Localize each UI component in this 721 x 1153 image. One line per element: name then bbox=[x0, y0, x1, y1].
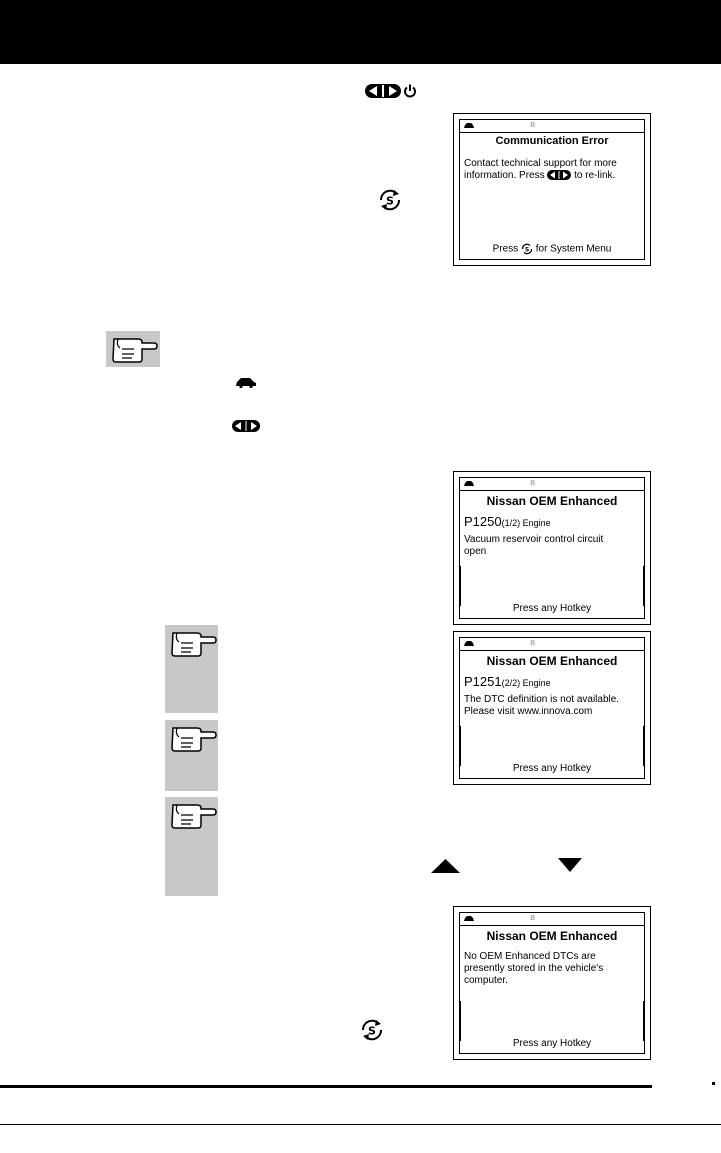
footer-rule bbox=[0, 1085, 652, 1088]
screen-footer: Press S for System Menu bbox=[492, 244, 612, 255]
screen-title: Communication Error bbox=[495, 135, 609, 147]
system-s-icon: S bbox=[521, 244, 533, 255]
car-icon bbox=[464, 123, 474, 128]
screen-no-oem-dtcs: ʙ Nissan OEM Enhanced No OEM Enhanced DT… bbox=[453, 906, 651, 1060]
system-s-icon: S bbox=[379, 189, 401, 211]
screen-dtc-p1251: ʙ Nissan OEM Enhanced P1251(2/2) Engine … bbox=[453, 631, 651, 785]
note-hand-icon bbox=[106, 331, 160, 367]
dtc-code: P1251(2/2) Engine bbox=[464, 674, 551, 689]
screen-text-line: Contact technical support for more infor… bbox=[464, 158, 617, 181]
dtc-code: P1250(1/2) Engine bbox=[464, 514, 551, 529]
bluetooth-icon: ʙ bbox=[530, 638, 536, 648]
down-arrow-icon bbox=[558, 858, 582, 872]
status-row: ʙ bbox=[460, 913, 644, 926]
note-hand-icon bbox=[165, 720, 218, 791]
bluetooth-icon: ʙ bbox=[530, 913, 536, 923]
screen-title: Nissan OEM Enhanced bbox=[486, 654, 618, 668]
screen-communication-error: ʙ Communication Error Contact technical … bbox=[453, 113, 651, 266]
svg-text:S: S bbox=[525, 247, 529, 254]
up-arrow-icon bbox=[431, 859, 460, 873]
bluetooth-icon: ʙ bbox=[530, 120, 536, 130]
left-right-arrows-icon bbox=[232, 420, 260, 432]
note-hand-icon bbox=[165, 625, 218, 713]
edge-mark bbox=[712, 1082, 715, 1085]
left-right-arrows-icon bbox=[547, 170, 572, 181]
screen-footer: Press any Hotkey bbox=[512, 1038, 592, 1049]
system-s-icon: S bbox=[361, 1019, 383, 1041]
svg-text:S: S bbox=[368, 1025, 376, 1038]
note-hand-icon bbox=[165, 797, 218, 896]
svg-text:S: S bbox=[386, 195, 394, 208]
page-header-bar bbox=[0, 0, 721, 64]
status-row: ʙ bbox=[460, 478, 644, 491]
screen-title: Nissan OEM Enhanced bbox=[486, 929, 618, 943]
left-right-arrows-icon bbox=[365, 84, 401, 98]
car-icon bbox=[464, 641, 474, 646]
car-icon bbox=[464, 916, 474, 921]
car-icon bbox=[464, 481, 474, 486]
screen-title: Nissan OEM Enhanced bbox=[486, 494, 618, 508]
power-icon bbox=[404, 84, 416, 98]
screen-message: No OEM Enhanced DTCs are presently store… bbox=[464, 951, 604, 986]
status-row: ʙ bbox=[460, 638, 644, 651]
screen-footer: Press any Hotkey bbox=[512, 603, 592, 614]
bottom-rule bbox=[0, 1124, 721, 1125]
dtc-description: The DTC definition is not available. Ple… bbox=[464, 694, 620, 717]
dtc-description: Vacuum reservoir control circuit open bbox=[464, 534, 604, 557]
screen-dtc-p1250: ʙ Nissan OEM Enhanced P1250(1/2) Engine … bbox=[453, 471, 651, 625]
bluetooth-icon: ʙ bbox=[530, 478, 536, 488]
car-icon bbox=[236, 378, 256, 388]
status-row: ʙ bbox=[460, 120, 644, 133]
screen-footer: Press any Hotkey bbox=[512, 763, 592, 774]
